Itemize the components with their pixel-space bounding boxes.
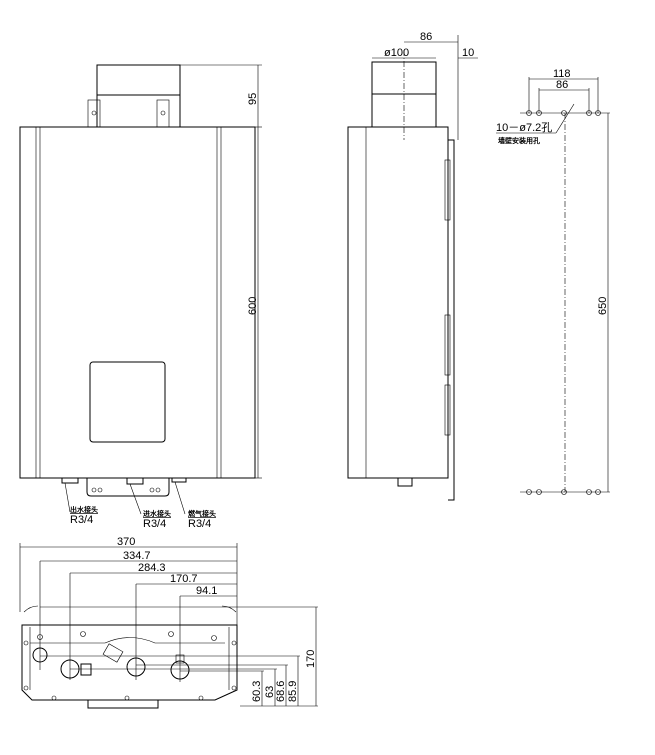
outlet-connector — [61, 477, 79, 484]
dim-inner-spacing: 86 — [556, 79, 568, 91]
connector-label-outlet: 出水接头 — [70, 505, 98, 514]
dim-outer-spacing: 118 — [553, 68, 571, 80]
dim-flue-diameter: ø100 — [384, 47, 409, 59]
connector-thread-inlet: R3/4 — [143, 518, 166, 530]
dim-85-9: 85.9 — [287, 681, 299, 702]
dim-flue-offset: 86 — [420, 31, 432, 43]
hole-note: 墙壁安装用孔 — [498, 136, 540, 145]
dim-63: 63 — [264, 686, 276, 698]
dim-68-6: 68.6 — [275, 681, 287, 702]
display-window — [89, 361, 166, 443]
dim-vertical-spacing: 650 — [597, 297, 609, 315]
connector-label-inlet: 进水接头 — [143, 509, 171, 518]
hole-spec: 10－ø7.2孔 — [496, 121, 552, 134]
bottom-view: 370 334.7 284.3 170.7 94.1 60.3 63 68.6 … — [19, 536, 318, 709]
dim-flue-height: 95 — [247, 93, 259, 105]
bottom-body — [21, 624, 238, 701]
dim-370: 370 — [117, 536, 135, 548]
mounting-holes-view: 118 86 10－ø7.2孔 墙壁安装用孔 650 — [496, 68, 610, 495]
connector-thread-gas: R3/4 — [188, 518, 211, 530]
inlet-connector — [126, 477, 144, 485]
dim-170: 170 — [305, 650, 317, 668]
dim-94-1: 94.1 — [196, 585, 217, 597]
connector-label-gas: 燃气接头 — [187, 509, 216, 518]
dim-170-7: 170.7 — [170, 573, 198, 585]
heater-body — [19, 126, 256, 479]
dim-334-7: 334.7 — [123, 550, 151, 562]
dim-body-height: 600 — [247, 297, 259, 315]
gas-connector — [171, 477, 187, 483]
dim-gap: 10 — [462, 47, 474, 59]
front-view: 出水接头 R3/4 进水接头 R3/4 燃气接头 R3/4 95 600 — [19, 64, 262, 530]
side-view: ø100 86 10 — [347, 31, 478, 501]
connector-thread-outlet: R3/4 — [70, 514, 93, 526]
flue-pipe — [96, 64, 181, 96]
hole-markers — [526, 110, 601, 495]
mounting-bracket — [86, 478, 170, 497]
side-body — [347, 126, 449, 479]
dim-284-3: 284.3 — [138, 562, 166, 574]
dim-60-3: 60.3 — [251, 681, 263, 702]
